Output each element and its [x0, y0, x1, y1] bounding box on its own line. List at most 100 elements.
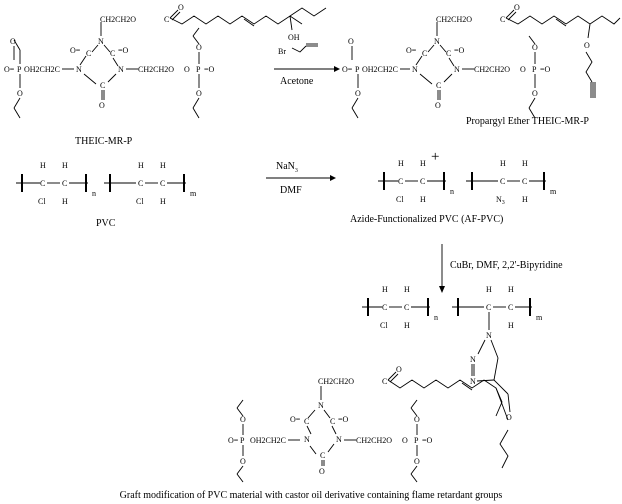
- atom-c: C: [422, 49, 427, 58]
- atom-o-eq: =O: [204, 65, 215, 74]
- repeat-n: n: [434, 313, 438, 322]
- atom-p: P: [532, 65, 537, 74]
- atom-o-eq: =O: [540, 65, 551, 74]
- atom-h: H: [508, 321, 514, 330]
- atom-h: H: [62, 161, 68, 170]
- atom-c: C: [500, 177, 505, 186]
- atom-o: O: [348, 37, 354, 46]
- atom-o: O: [178, 3, 184, 12]
- atom-o-eq: O=: [342, 65, 353, 74]
- arrow-step1: Br Acetone: [274, 43, 340, 87]
- atom-n: N: [336, 435, 342, 444]
- carbonyl-o: =O: [338, 415, 349, 424]
- grafted-product-structure: H C Cl H C H n H C H C H m N N N O CH: [228, 285, 543, 483]
- linker-right: CH2CH2O: [356, 436, 392, 445]
- atom-n: N: [98, 37, 104, 46]
- atom-p: P: [240, 436, 245, 445]
- atom-o: O: [319, 467, 325, 476]
- atom-n: N: [434, 37, 440, 46]
- atom-o: O: [355, 89, 361, 98]
- atom-o: O: [196, 89, 202, 98]
- linker-right: CH2CH2O: [474, 65, 510, 74]
- atom-p: P: [414, 436, 419, 445]
- af-pvc-structure: H C Cl H C H n H C N3 H C H m: [378, 159, 557, 206]
- linker-left: OH2CH2C: [24, 65, 60, 74]
- atom-h: H: [398, 159, 404, 168]
- reagent-bromide: Br: [278, 47, 286, 56]
- atom-c: C: [436, 81, 441, 90]
- atom-o: O: [99, 101, 105, 110]
- atom-c: C: [446, 49, 451, 58]
- repeat-m: m: [190, 189, 197, 198]
- atom-o: O: [532, 89, 538, 98]
- atom-h: H: [382, 285, 388, 294]
- label-theic-mr-p: THEIC-MR-P: [75, 136, 133, 147]
- atom-c: C: [86, 49, 91, 58]
- ester-c: C: [164, 15, 169, 24]
- atom-cl: Cl: [396, 195, 404, 204]
- atom-n: N: [318, 401, 324, 410]
- repeat-n: n: [450, 187, 454, 196]
- atom-c: C: [486, 303, 491, 312]
- atom-h: H: [62, 197, 68, 206]
- atom-c: C: [100, 81, 105, 90]
- atom-o: O: [196, 43, 202, 52]
- atom-n: N: [118, 65, 124, 74]
- atom-h: H: [160, 197, 166, 206]
- atom-c: C: [404, 303, 409, 312]
- pvc-structure: H C Cl H C H n H C Cl H C H m: [16, 161, 197, 206]
- linker-left: OH2CH2C: [250, 436, 286, 445]
- hydroxyl: OH: [288, 33, 300, 42]
- atom-h: H: [404, 321, 410, 330]
- atom-c: C: [138, 179, 143, 188]
- atom-o: O: [506, 413, 512, 422]
- repeat-n: n: [92, 189, 96, 198]
- atom-c: C: [160, 179, 165, 188]
- arrow-step2: NaN3 DMF: [266, 161, 336, 196]
- atom-h: H: [420, 159, 426, 168]
- atom-c: C: [62, 179, 67, 188]
- atom-o-eq: =O: [422, 436, 433, 445]
- label-af-pvc: Azide-Functionalized PVC (AF-PVC): [350, 214, 503, 225]
- atom-h: H: [486, 285, 492, 294]
- atom-n: N: [304, 435, 310, 444]
- atom-o: O: [240, 415, 246, 424]
- atom-c: C: [40, 179, 45, 188]
- atom-c: C: [420, 177, 425, 186]
- atom-o: O: [10, 37, 16, 46]
- atom-cl: Cl: [38, 197, 46, 206]
- label-pvc: PVC: [96, 218, 116, 229]
- carbonyl-o: =O: [454, 46, 465, 55]
- carbonyl-o: O=: [70, 46, 81, 55]
- propargyl-ether-structure: O O= P O OH2CH2C N C O= N C =O N C O CH2…: [342, 3, 621, 119]
- reagent-acetone: Acetone: [280, 76, 314, 87]
- atom-n: N: [470, 377, 476, 386]
- atom-h: H: [420, 195, 426, 204]
- atom-o: O: [17, 89, 23, 98]
- atom-cl: Cl: [136, 197, 144, 206]
- ester-linker: CH2CH2O: [436, 15, 472, 24]
- plus-sign: +: [431, 149, 439, 165]
- ester-linker: CH2CH2O: [318, 377, 354, 386]
- atom-o: O: [184, 65, 190, 74]
- atom-n: N: [454, 65, 460, 74]
- label-propargyl-ether: Propargyl Ether THEIC-MR-P: [466, 116, 589, 127]
- atom-p: P: [196, 65, 201, 74]
- atom-o: O: [520, 65, 526, 74]
- atom-o: O: [414, 415, 420, 424]
- reagent-click-catalyst: CuBr, DMF, 2,2'-Bipyridine: [450, 260, 563, 271]
- atom-h: H: [40, 161, 46, 170]
- repeat-m: m: [550, 187, 557, 196]
- repeat-m: m: [536, 313, 543, 322]
- figure-caption: Graft modification of PVC material with …: [120, 490, 503, 501]
- atom-o: O: [514, 3, 520, 12]
- atom-h: H: [522, 195, 528, 204]
- atom-h: H: [138, 161, 144, 170]
- reagent-dmf: DMF: [280, 185, 302, 196]
- linker-left: OH2CH2C: [362, 65, 398, 74]
- atom-o: O: [414, 457, 420, 466]
- atom-o: O: [435, 101, 441, 110]
- atom-o-eq: O=: [228, 436, 239, 445]
- ester-c: C: [382, 377, 387, 386]
